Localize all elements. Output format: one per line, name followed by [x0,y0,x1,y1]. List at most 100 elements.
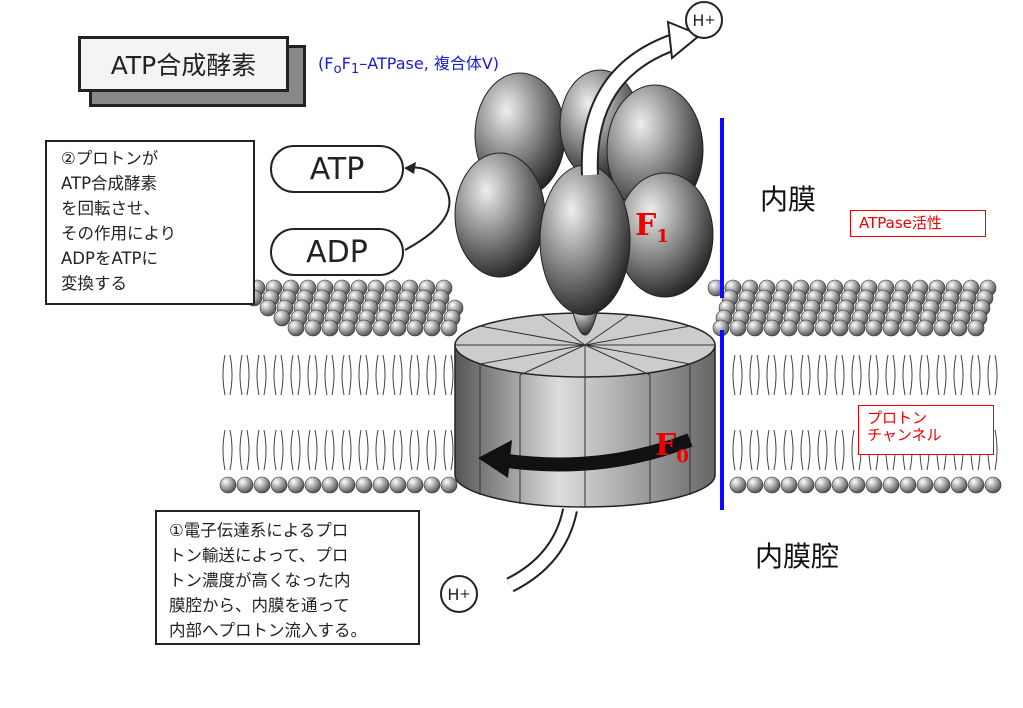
lipid-head [338,476,356,494]
lipid-tail [868,354,879,471]
lipid-head [321,476,339,494]
lipid-head [406,476,424,494]
proton-channel-label: プロトン チャンネル [858,405,994,455]
lipid-tail [800,354,811,471]
lipid-head [423,476,441,494]
lipid-head [814,319,832,337]
lipid-head [950,319,968,337]
lipid-head [355,319,373,337]
lipid-head [746,319,764,337]
lipid-tail [239,354,250,471]
lipid-tail [290,354,301,471]
lipid-head [797,476,815,494]
lipid-head [746,476,764,494]
proton-top: H+ [685,1,723,39]
lipid-tail [749,354,760,471]
f1-head [454,69,714,336]
lipid-head [882,476,900,494]
text-line: プロトン [867,409,928,427]
lipid-tail [817,354,828,471]
lipid-tail [885,354,896,471]
lipid-head [899,476,917,494]
lipid-head [270,476,288,494]
text-line: ②プロトンが [61,149,159,168]
lipid-tail [392,354,403,471]
lipid-tail [375,354,386,471]
text-line: 内部へプロトン流入する。 [169,621,367,640]
lipid-head [287,319,305,337]
lipid-tail [834,354,845,471]
lipid-head [304,319,322,337]
lipid-tail [732,354,743,471]
lipid-head [780,476,798,494]
lipid-bilayer [219,279,1002,494]
lipid-head [440,319,458,337]
lipid-tail [766,354,777,471]
lipid-head [355,476,373,494]
lipid-head [236,476,254,494]
lipid-head [763,319,781,337]
lipid-head [865,476,883,494]
lipid-head [814,476,832,494]
lipid-head [865,319,883,337]
subtitle: (FoF1–ATPase, 複合体V) [318,54,500,78]
atp-pill: ATP [270,145,404,193]
lipid-head [423,319,441,337]
lipid-head [831,319,849,337]
text-line: ADPをATPに [61,249,158,268]
lipid-head [287,476,305,494]
lipid-head [967,476,985,494]
rotation-arrow [498,433,693,472]
lipid-head [967,319,985,337]
text-line: トン濃度が高くなった内 [169,571,351,590]
lipid-tail [919,354,930,471]
lipid-tail [902,354,913,471]
lipid-head [372,319,390,337]
lipid-head [950,476,968,494]
text-line: 変換する [61,274,127,293]
lipid-tail [783,354,794,471]
inner-membrane-label: 内膜 [760,183,817,216]
lipid-head [389,476,407,494]
lipid-tail [222,354,233,471]
text-line: を回転させ、 [61,199,160,218]
lipid-head [848,476,866,494]
lipid-tail [851,354,862,471]
conversion-arrow [404,166,451,251]
text-line: その作用により [61,224,177,243]
lipid-tail [358,354,369,471]
lipid-tail [324,354,335,471]
lipid-head [780,319,798,337]
lipid-head [882,319,900,337]
lipid-head [763,476,781,494]
lipid-tail [970,354,981,471]
text-line: ①電子伝達系によるプロ [169,521,349,540]
lipid-tail [426,354,437,471]
lipid-head [253,476,271,494]
intermembrane-space-label: 内膜腔 [755,540,840,573]
lipid-tail [987,354,998,471]
title-box: ATP合成酵素 [78,36,289,92]
step2-box: ②プロトンが ATP合成酵素 を回転させ、 その作用により ADPをATPに 変… [45,140,255,305]
lipid-head [338,319,356,337]
lipid-tail [409,354,420,471]
lipid-head [259,299,277,317]
lipid-head [729,476,747,494]
lipid-tail [307,354,318,471]
f1-label: F1 [635,208,669,247]
text-line: ATP合成酵素 [61,174,158,193]
step1-box: ①電子伝達系によるプロ トン輸送によって、プロ トン濃度が高くなった内 膜腔から… [155,510,420,645]
lipid-head [389,319,407,337]
lipid-head [304,476,322,494]
lipid-head [729,319,747,337]
proton-bottom: H+ [440,575,478,613]
lipid-head [406,319,424,337]
lipid-head [321,319,339,337]
f0-rotor [454,312,716,508]
lipid-head [797,319,815,337]
lipid-tail [341,354,352,471]
text-line: 膜腔から、内膜を通って [169,596,350,615]
adp-pill: ADP [270,228,404,276]
